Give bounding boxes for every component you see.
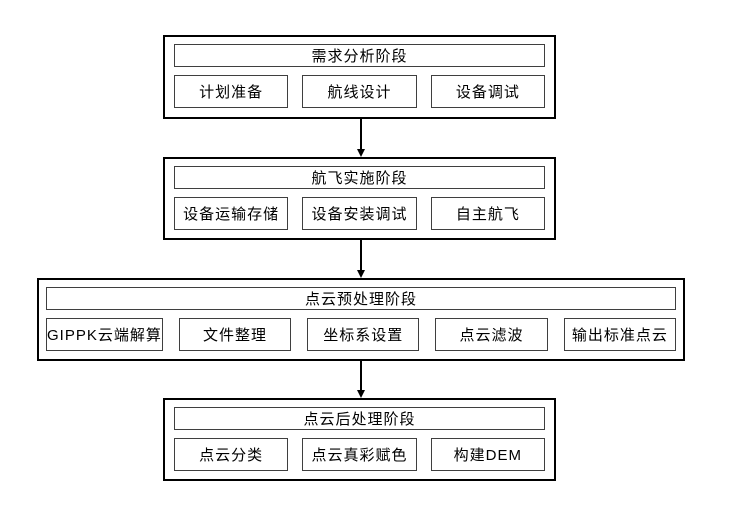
step-box: 设备运输存储 [174, 197, 289, 230]
arrow-line [359, 240, 362, 270]
stage-pointcloud-postprocessing: 点云后处理阶段 点云分类 点云真彩赋色 构建DEM [163, 398, 556, 481]
step-box: 构建DEM [430, 438, 545, 471]
arrow-head-icon [356, 149, 365, 157]
stage-title: 需求分析阶段 [174, 44, 545, 67]
flow-arrow-down [356, 119, 365, 157]
step-box: 输出标准点云 [563, 318, 676, 351]
stage-title: 点云预处理阶段 [46, 287, 676, 310]
step-box: 设备安装调试 [302, 197, 417, 230]
arrow-line [359, 361, 362, 390]
stage-steps-row: 计划准备 航线设计 设备调试 [174, 75, 545, 108]
stage-title: 点云后处理阶段 [174, 407, 545, 430]
stage-flight-implementation: 航飞实施阶段 设备运输存储 设备安装调试 自主航飞 [163, 157, 556, 240]
arrow-head-icon [356, 390, 365, 398]
step-box: 坐标系设置 [307, 318, 420, 351]
step-box: 点云真彩赋色 [302, 438, 417, 471]
stage-requirements-analysis: 需求分析阶段 计划准备 航线设计 设备调试 [163, 35, 556, 119]
stage-steps-row: 设备运输存储 设备安装调试 自主航飞 [174, 197, 545, 230]
step-box: GIPPK云端解算 [46, 318, 163, 351]
step-box: 航线设计 [302, 75, 417, 108]
flow-arrow-down [356, 240, 365, 278]
stage-steps-row: 点云分类 点云真彩赋色 构建DEM [174, 438, 545, 471]
step-box: 点云分类 [174, 438, 289, 471]
arrow-line [359, 119, 362, 149]
flow-arrow-down [356, 361, 365, 398]
stage-steps-row: GIPPK云端解算 文件整理 坐标系设置 点云滤波 输出标准点云 [46, 318, 676, 351]
step-box: 设备调试 [430, 75, 545, 108]
step-box: 自主航飞 [430, 197, 545, 230]
step-box: 计划准备 [174, 75, 289, 108]
step-box: 点云滤波 [435, 318, 548, 351]
stage-title: 航飞实施阶段 [174, 166, 545, 189]
stage-pointcloud-preprocessing: 点云预处理阶段 GIPPK云端解算 文件整理 坐标系设置 点云滤波 输出标准点云 [37, 278, 685, 361]
arrow-head-icon [356, 270, 365, 278]
step-box: 文件整理 [178, 318, 292, 351]
